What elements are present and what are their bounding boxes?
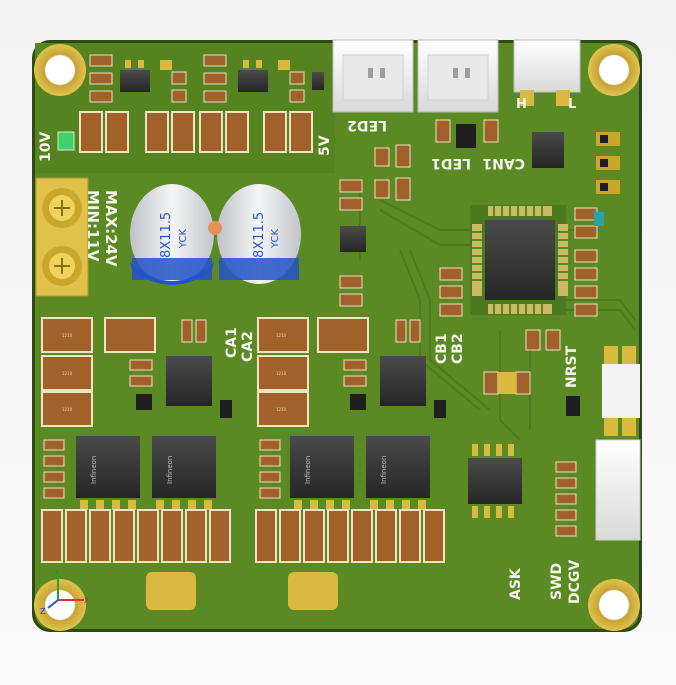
swd-connector[interactable]	[595, 439, 641, 541]
led1-indicator	[456, 124, 476, 148]
mounting-hole-tr	[588, 44, 640, 96]
mounting-hole-bl	[34, 579, 86, 631]
label-ask: ASK	[508, 567, 524, 600]
can-transceiver-ic	[532, 132, 564, 168]
label-led2: LED2	[347, 117, 387, 133]
regulator-section	[57, 54, 324, 153]
label-cb1: CB1	[434, 333, 450, 364]
cap-code-2: 1210	[62, 371, 73, 376]
mounting-holes	[34, 44, 640, 631]
nrst-button[interactable]	[566, 396, 580, 416]
electrolytic-capacitor-1	[130, 184, 214, 285]
cap-code-1: 1210	[62, 333, 73, 338]
half-bridge-b	[255, 317, 446, 610]
label-ca1: CA1	[224, 327, 240, 358]
mounting-hole-br	[588, 579, 640, 631]
connectors-top	[332, 39, 581, 113]
mosfet-a2-brand: Infineon	[166, 456, 174, 484]
mosfet-b1	[290, 436, 354, 498]
label-h: H	[516, 97, 527, 112]
label-can1: CAN1	[482, 155, 525, 171]
cap-code-5: 1210	[276, 371, 287, 376]
cap-code-6: 1210	[276, 407, 287, 412]
label-led1: LED1	[431, 155, 471, 171]
shunt-pad-b	[288, 572, 338, 610]
regulator-ic-2	[238, 70, 268, 92]
label-cb2: CB2	[450, 333, 466, 364]
driver-ic-b	[380, 356, 426, 406]
axis-y-label: Y	[54, 569, 60, 577]
mosfet-a1-brand: Infineon	[90, 456, 98, 484]
label-ca2: CA2	[240, 331, 256, 362]
cap-code-4: 1210	[276, 333, 287, 338]
label-min11v: MIN:11V	[84, 190, 102, 262]
label-dcgv: DCGV	[567, 560, 583, 604]
label-nrst: NRST	[564, 345, 580, 388]
mosfet-b2-brand: Infineon	[380, 456, 388, 484]
mcu-chip	[470, 205, 568, 315]
half-bridge-a	[41, 317, 232, 610]
power-terminal	[35, 177, 89, 297]
mosfet-b1-brand: Infineon	[304, 456, 312, 484]
electrolytic-capacitor-2	[217, 184, 301, 284]
driver-ic-a	[166, 356, 212, 406]
cap2-brand-label: YCK	[270, 228, 281, 249]
label-l: L	[568, 97, 576, 112]
mosfet-a2	[152, 436, 216, 498]
mosfet-b2	[366, 436, 430, 498]
regulator-ic-3	[312, 72, 324, 90]
cap2-size-label: 8X11.5	[252, 212, 267, 258]
label-swd: SWD	[549, 563, 565, 600]
ic-small-mid	[340, 226, 366, 252]
axis-triad: X Y Z	[40, 569, 89, 616]
label-5v: 5V	[317, 135, 333, 156]
cap1-size-label: 8X11.5	[159, 212, 174, 258]
mosfet-a1	[76, 436, 140, 498]
label-max24v: MAX:24V	[102, 190, 120, 267]
regulator-ic-1	[120, 70, 150, 92]
led-10v	[57, 131, 75, 151]
shunt-pad-a	[146, 572, 196, 610]
axis-x-label: X	[84, 597, 89, 605]
gate-driver-ic	[468, 458, 522, 504]
cap-code-3: 1210	[62, 407, 73, 412]
label-10v: 10V	[38, 132, 54, 162]
mounting-hole-tl	[34, 44, 86, 96]
axis-z-label: Z	[40, 607, 46, 616]
connector-can[interactable]	[513, 39, 581, 93]
cap1-brand-label: YCK	[178, 228, 189, 249]
